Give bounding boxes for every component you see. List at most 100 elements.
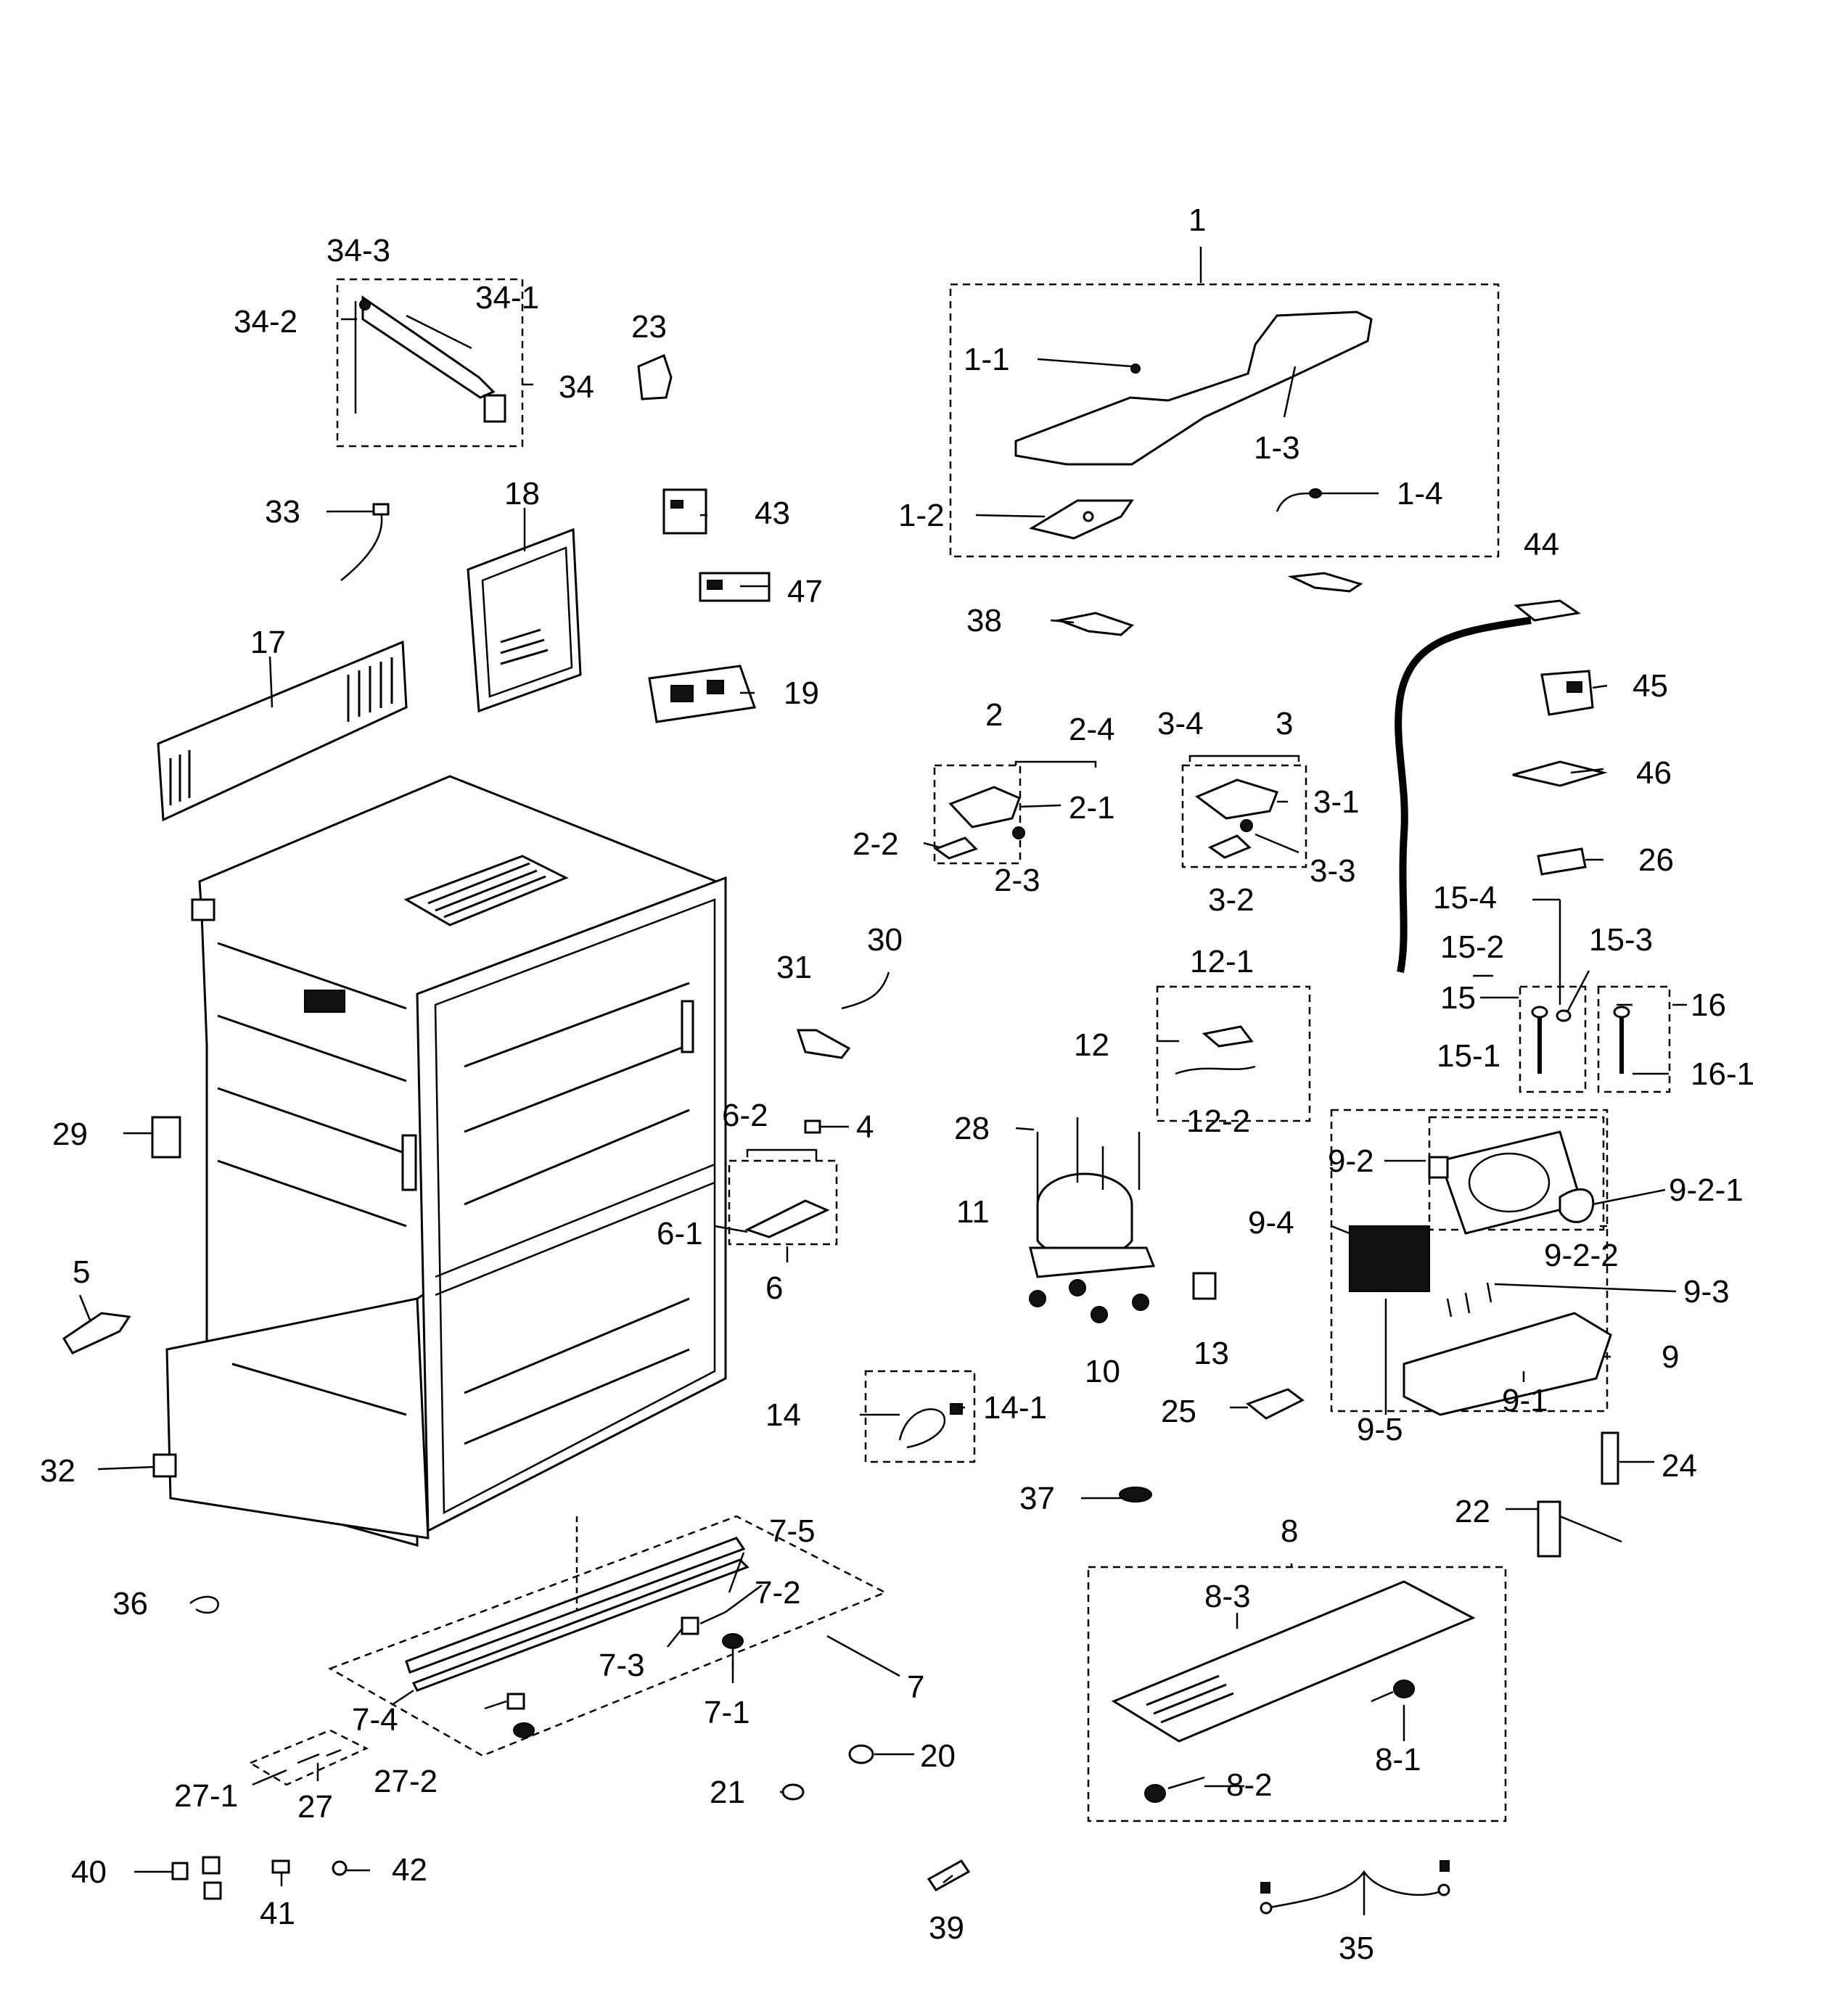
part-24-tube xyxy=(1601,1431,1619,1485)
part-33-wire xyxy=(340,511,383,581)
label-2-3: 2-3 xyxy=(994,863,1040,898)
part-7-roller-b xyxy=(506,1693,525,1710)
part-35-screw-b xyxy=(1440,1860,1450,1872)
label-25: 25 xyxy=(1161,1394,1196,1429)
label-46: 46 xyxy=(1636,755,1672,791)
part-12-2-harness xyxy=(1175,1065,1256,1075)
part-36-clip xyxy=(189,1595,219,1614)
label-24: 24 xyxy=(1662,1448,1697,1484)
label-6-1: 6-1 xyxy=(657,1216,703,1251)
group-box-3 xyxy=(1181,764,1307,868)
part-9-2-shroud xyxy=(1439,1130,1583,1235)
label-9-2-1: 9-2-1 xyxy=(1669,1172,1744,1208)
bracket-6-2 xyxy=(746,1148,818,1161)
label-16: 16 xyxy=(1691,987,1726,1023)
label-14: 14 xyxy=(765,1397,801,1433)
part-37 xyxy=(1119,1487,1152,1503)
label-9-1: 9-1 xyxy=(1502,1383,1548,1418)
part-8-1-axle xyxy=(1371,1690,1394,1703)
label-36: 36 xyxy=(112,1586,148,1621)
part-29 xyxy=(151,1116,181,1159)
part-35-terminal-a xyxy=(1260,1902,1273,1915)
label-3-2: 3-2 xyxy=(1208,882,1254,918)
group-box-12 xyxy=(1156,985,1311,1122)
label-37: 37 xyxy=(1019,1481,1055,1516)
cabinet-hinge-slot xyxy=(401,1134,417,1191)
part-1-4-sensor xyxy=(1276,492,1314,512)
label-38: 38 xyxy=(966,603,1002,638)
part-17-back-cover xyxy=(157,640,408,822)
label-15-4: 15-4 xyxy=(1433,880,1497,916)
part-7-5-rail xyxy=(405,1537,746,1674)
part-19-main-pcb xyxy=(648,665,757,723)
label-7-4: 7-4 xyxy=(352,1702,398,1738)
label-7-5: 7-5 xyxy=(769,1513,816,1549)
group-box-1 xyxy=(949,283,1500,558)
cabinet-divider-bottom xyxy=(435,1181,715,1296)
label-19: 19 xyxy=(784,675,819,711)
part-42 xyxy=(332,1860,348,1876)
part-6-1-bracket xyxy=(744,1199,830,1238)
part-26 xyxy=(1537,847,1587,876)
label-1: 1 xyxy=(1188,202,1206,238)
part-18-vents xyxy=(500,628,549,665)
part-40-a xyxy=(171,1862,189,1880)
label-28: 28 xyxy=(954,1111,990,1146)
label-23: 23 xyxy=(631,309,667,345)
part-43-chip xyxy=(670,500,683,509)
label-41: 41 xyxy=(260,1896,295,1931)
label-39: 39 xyxy=(929,1910,964,1946)
label-16-1: 16-1 xyxy=(1691,1056,1754,1092)
part-1-4-tip xyxy=(1309,488,1322,498)
group-box-34 xyxy=(336,278,524,448)
label-9-3: 9-3 xyxy=(1683,1274,1730,1310)
label-8-3: 8-3 xyxy=(1204,1579,1251,1614)
group-box-9 xyxy=(1330,1109,1609,1413)
leader-lines xyxy=(78,314,1687,1915)
label-9-2-2: 9-2-2 xyxy=(1544,1238,1619,1273)
part-43-pcb xyxy=(662,488,707,535)
label-31: 31 xyxy=(776,950,812,985)
part-35-wire xyxy=(1265,1870,1445,1910)
label-3-3: 3-3 xyxy=(1310,853,1356,889)
part-39-hose xyxy=(927,1859,971,1891)
label-34-1: 34-1 xyxy=(475,280,539,316)
part-40-b xyxy=(202,1856,221,1875)
part-10-grommet-d xyxy=(1132,1294,1149,1311)
part-1-3-cover xyxy=(1014,311,1373,466)
label-1-3: 1-3 xyxy=(1254,430,1300,466)
label-35: 35 xyxy=(1339,1931,1374,1966)
part-34-3-clip xyxy=(359,299,371,311)
part-10-grommet-c xyxy=(1091,1306,1108,1323)
part-31 xyxy=(796,1029,851,1059)
part-15-3-fitting xyxy=(1556,1009,1572,1022)
part-9-2-motor-mount xyxy=(1428,1156,1449,1179)
part-3-2-hinge xyxy=(1207,834,1252,859)
label-27: 27 xyxy=(297,1789,333,1825)
part-10-grommet-a xyxy=(1029,1290,1046,1307)
label-45: 45 xyxy=(1633,668,1668,704)
part-27-1-pin xyxy=(297,1753,320,1764)
part-8-2-axle xyxy=(1167,1776,1205,1790)
part-3-3-nut xyxy=(1240,819,1253,832)
group-box-16 xyxy=(1597,985,1671,1093)
label-9-4: 9-4 xyxy=(1248,1205,1294,1241)
part-34-1-duct xyxy=(361,295,496,399)
cabinet-inner-slot xyxy=(681,1000,694,1053)
label-30: 30 xyxy=(867,922,903,958)
cabinet-inner-shelves xyxy=(464,982,690,1445)
part-23 xyxy=(637,353,673,400)
label-26: 26 xyxy=(1638,842,1674,878)
part-8-3-plate xyxy=(1111,1580,1476,1743)
label-40: 40 xyxy=(71,1854,107,1890)
label-1-1: 1-1 xyxy=(964,342,1010,377)
label-20: 20 xyxy=(920,1738,956,1774)
part-14-harness xyxy=(898,1408,946,1449)
label-15-2: 15-2 xyxy=(1440,929,1504,965)
part-8-1-roller xyxy=(1393,1680,1415,1698)
part-1-2-plate xyxy=(1029,499,1134,540)
label-2-1: 2-1 xyxy=(1069,790,1115,826)
part-7-1-leveler xyxy=(722,1633,744,1649)
label-43: 43 xyxy=(755,496,790,531)
label-7-3: 7-3 xyxy=(599,1648,645,1683)
